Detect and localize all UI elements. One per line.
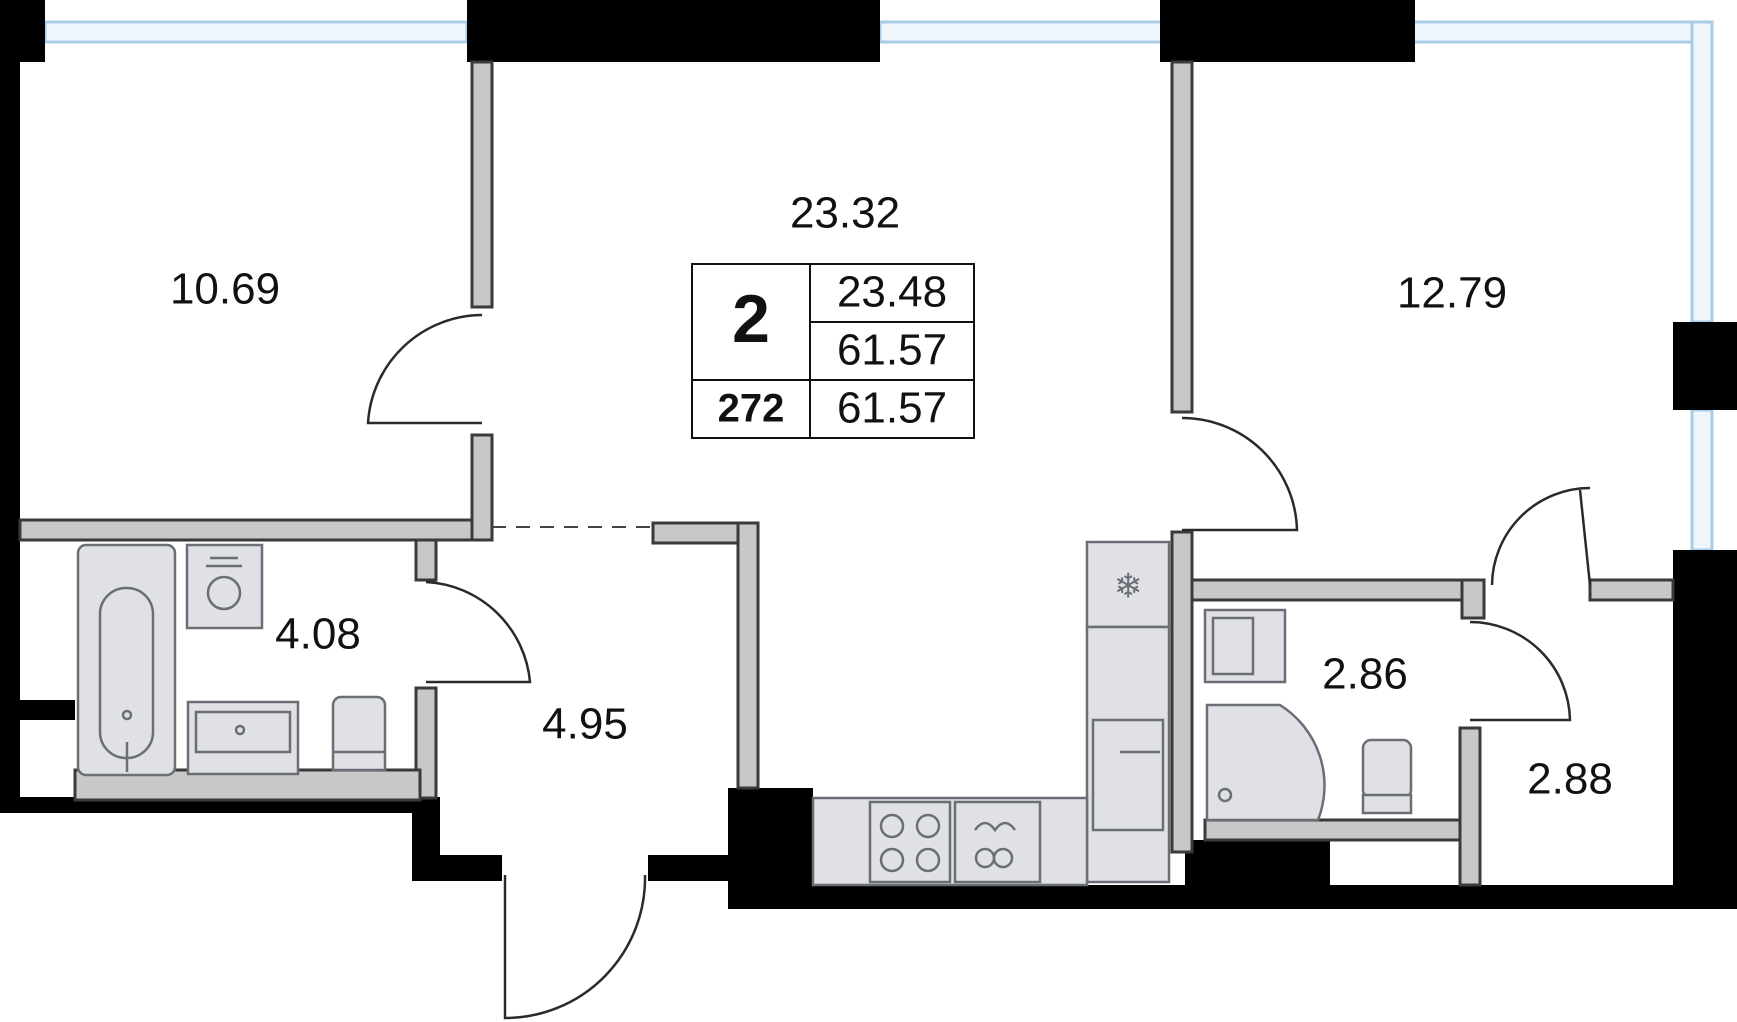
window-top-middle	[878, 20, 1164, 44]
burner-icon	[915, 847, 941, 873]
room-area-living-kitchen: 23.32	[790, 189, 900, 238]
sink	[186, 700, 300, 776]
shower-sink	[1203, 608, 1287, 684]
shower-drain	[1217, 787, 1233, 803]
shower-fixtures	[1203, 608, 1413, 822]
column	[1160, 0, 1415, 62]
apartment-number: 272	[718, 387, 785, 431]
partition	[470, 60, 494, 309]
shower-toilet-tank	[1361, 793, 1413, 815]
door-bathroom	[425, 580, 532, 684]
wall-segment	[412, 855, 502, 881]
wall-segment	[0, 62, 20, 522]
door-leaf	[1578, 489, 1592, 586]
partition	[1460, 578, 1486, 620]
partition	[1458, 726, 1482, 887]
room-area-bedroom-right: 12.79	[1397, 269, 1507, 318]
apartment-info-box: 2 23.48 61.57 272 61.57	[691, 263, 975, 439]
snowflake-icon: ❄	[1114, 567, 1143, 607]
window-top-right	[1410, 20, 1714, 44]
door-storage-top	[1490, 486, 1591, 586]
window-right-upper	[1690, 20, 1714, 324]
room-area-storage: 2.88	[1527, 755, 1613, 804]
wall-segment	[1185, 840, 1330, 888]
partition	[736, 521, 760, 790]
door-entrance	[503, 874, 647, 1020]
fridge	[1085, 540, 1171, 629]
shower-sink-basin	[1211, 616, 1255, 676]
room-area-bathroom: 4.08	[275, 610, 361, 659]
cooktop	[868, 800, 952, 884]
partition	[1203, 818, 1462, 842]
dishwasher-icon	[992, 847, 1014, 869]
info-box-frame	[691, 263, 975, 439]
partition	[1170, 530, 1194, 854]
room-area-shower-room: 2.86	[1322, 650, 1408, 699]
dishwasher-icon	[973, 821, 1017, 833]
partition	[1170, 60, 1194, 414]
bathtub-drain	[121, 709, 133, 721]
door-right-bedroom	[1181, 416, 1299, 532]
bathtub	[76, 543, 177, 777]
rooms-count: 2	[732, 281, 770, 357]
wall-segment	[1673, 550, 1737, 907]
wall-segment	[648, 855, 728, 881]
door-left-bedroom	[366, 313, 483, 425]
burner-icon	[879, 847, 905, 873]
total-area-secondary: 61.57	[837, 384, 947, 433]
kitchen-cabinet-vertical	[1085, 625, 1171, 884]
sink-drain	[234, 724, 246, 736]
column	[467, 0, 880, 62]
window-top-left	[43, 20, 469, 44]
partition	[470, 433, 494, 542]
doors	[366, 313, 1592, 1020]
bathroom-fixtures	[76, 543, 387, 777]
wall-segment	[0, 0, 45, 62]
window-right-lower	[1690, 408, 1714, 552]
kitchen-fixtures: ❄	[811, 540, 1171, 887]
column	[1673, 322, 1737, 410]
washing-machine-panel-icon	[206, 556, 242, 568]
total-area: 61.57	[837, 326, 947, 375]
wall-segment	[0, 540, 20, 720]
toilet-tank	[331, 750, 387, 772]
living-area: 23.48	[837, 268, 947, 317]
shower-tray	[1205, 703, 1326, 822]
oven	[1091, 718, 1165, 832]
dishwasher	[953, 800, 1042, 884]
wall-segment	[728, 885, 1737, 909]
washing-machine-drum-icon	[206, 575, 242, 611]
partition	[1588, 578, 1675, 602]
room-area-bedroom-left: 10.69	[170, 265, 280, 314]
partition	[1190, 578, 1486, 602]
room-labels: 10.69 23.32 12.79 4.08 4.95 2.86 2.88	[170, 189, 1613, 804]
shower-toilet	[1361, 738, 1413, 800]
door-shower	[1469, 620, 1572, 722]
burner-icon	[879, 813, 905, 839]
sink-basin	[194, 710, 292, 754]
room-area-hallway: 4.95	[542, 700, 628, 749]
partition	[414, 538, 438, 582]
burner-icon	[915, 813, 941, 839]
wall-segment	[0, 715, 20, 813]
partition	[18, 518, 494, 542]
toilet	[331, 695, 387, 759]
